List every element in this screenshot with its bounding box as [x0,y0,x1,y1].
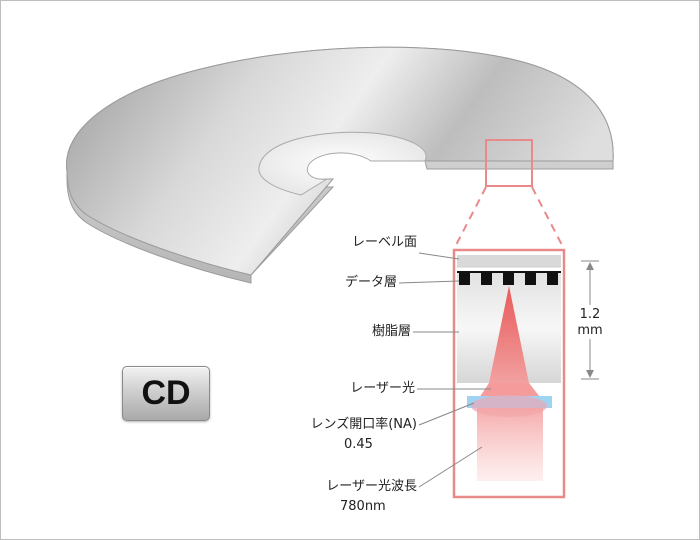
pit [481,273,492,285]
highlight-region [485,139,533,187]
wavelength-label: レーザー光波長 [326,479,417,494]
thickness-unit: mm [577,323,603,338]
projection-line-left [453,186,487,250]
pit [459,273,470,285]
laser-cone [489,286,529,383]
leader-wavelength [418,446,483,488]
thickness-dimension [581,260,599,380]
pit [503,273,514,285]
pit [525,273,536,285]
pit [547,273,558,285]
cross-section [452,248,566,499]
leader-label-layer [418,252,460,260]
laser-label: レーザー光 [350,381,415,396]
leader-data-layer [398,280,460,284]
disc-center-hole [258,131,427,196]
disc [66,46,614,284]
label-layer-label: レーベル面 [351,235,417,250]
resin-layer-label: 樹脂層 [371,324,411,339]
cd-badge: CD [122,366,210,421]
wavelength-value: 780nm [340,499,386,514]
projection-line-right [531,186,565,250]
label-layer [457,255,561,267]
cross-section-frame [452,248,566,499]
thickness-value: 1.2 [579,307,601,322]
lens-na-label: レンズ開口率(NA) [310,417,417,432]
data-layer-label: データ層 [344,275,397,290]
laser-beam-below [477,408,543,481]
leader-lens [418,402,475,426]
lens-na-value: 0.45 [344,437,373,452]
